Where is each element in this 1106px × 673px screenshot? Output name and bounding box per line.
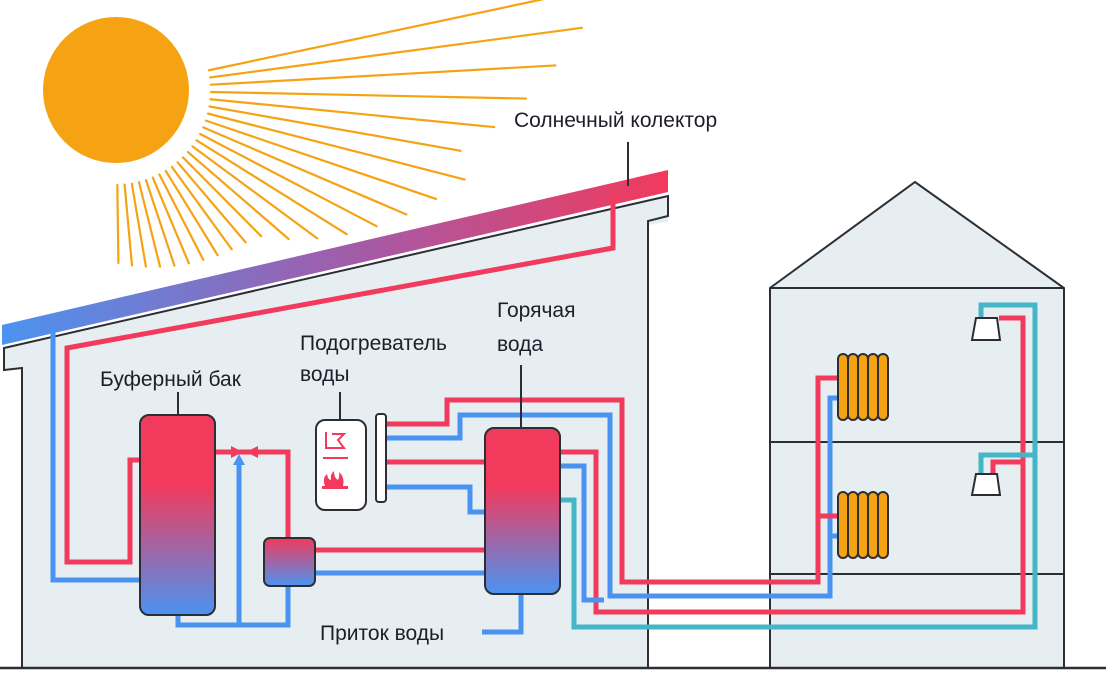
hot-pipe-collector — [64, 192, 616, 565]
water-heater — [315, 413, 387, 511]
teal-pipe-shower2 — [978, 452, 1035, 474]
hot-water-tank — [484, 427, 561, 595]
pipes — [50, 192, 1038, 635]
cold-pipe-heater-low — [385, 484, 486, 515]
sun-ray — [170, 165, 233, 251]
hot-pipe-heater-top — [385, 375, 838, 585]
sun-ray — [208, 105, 462, 152]
sun-ray — [209, 90, 528, 100]
sun-ray — [123, 183, 134, 267]
sun-ray — [158, 173, 205, 261]
cold-pipe-collector — [50, 330, 142, 583]
shower-icon — [970, 473, 1002, 496]
heat-exchanger — [263, 537, 316, 587]
radiator-icon — [837, 491, 889, 559]
hot-pipe-tank-out — [558, 315, 1026, 615]
solar-collector — [2, 170, 668, 345]
sun-ray — [137, 181, 162, 268]
cold-pipe-inlet — [482, 592, 524, 635]
hot-water-label-line1: Горячая — [497, 299, 575, 322]
mixer-valve-icon — [231, 446, 258, 465]
buffer-tank — [139, 414, 216, 616]
sun-ray — [144, 179, 176, 267]
heater-label-line2: воды — [300, 363, 350, 386]
radiator-icon — [837, 353, 889, 421]
sun-ray — [209, 26, 583, 79]
sun-ray — [202, 126, 408, 216]
sun-ray — [199, 132, 378, 228]
sun-icon — [43, 0, 583, 268]
sun-ray — [207, 0, 545, 72]
cold-pipe-tank-in — [558, 463, 604, 603]
cold-pipe-heater-top — [385, 395, 838, 599]
sun-ray — [164, 169, 219, 257]
collector-label: Солнечный колектор — [514, 109, 717, 132]
sun-ray — [151, 176, 190, 265]
heater-label-line1: Подогреватель — [300, 332, 447, 355]
water-inlet-label: Приток воды — [320, 622, 444, 645]
sun-ray — [130, 182, 147, 268]
sun-ray — [191, 145, 319, 240]
sun-ray — [181, 156, 263, 238]
shower-icon — [970, 317, 1002, 341]
flame-icon — [322, 471, 348, 489]
heating-coil-icon — [323, 432, 348, 459]
sun-ray — [209, 98, 496, 129]
sun-ray — [195, 139, 348, 236]
sun-ray — [204, 119, 438, 201]
return-pipe-teal — [558, 302, 1038, 630]
sun-ray — [209, 64, 557, 86]
heater-side-panel — [375, 413, 387, 503]
sun-ray — [206, 112, 466, 181]
hot-water-label-line2: вода — [497, 333, 543, 356]
cold-pipe-buffer-bottom — [175, 586, 291, 628]
buffer-tank-label: Буферный бак — [100, 368, 242, 391]
sun-ray — [176, 161, 247, 244]
sun-ray — [186, 150, 290, 241]
hot-pipe-shower2 — [990, 459, 1023, 474]
sun-ray — [116, 183, 120, 265]
